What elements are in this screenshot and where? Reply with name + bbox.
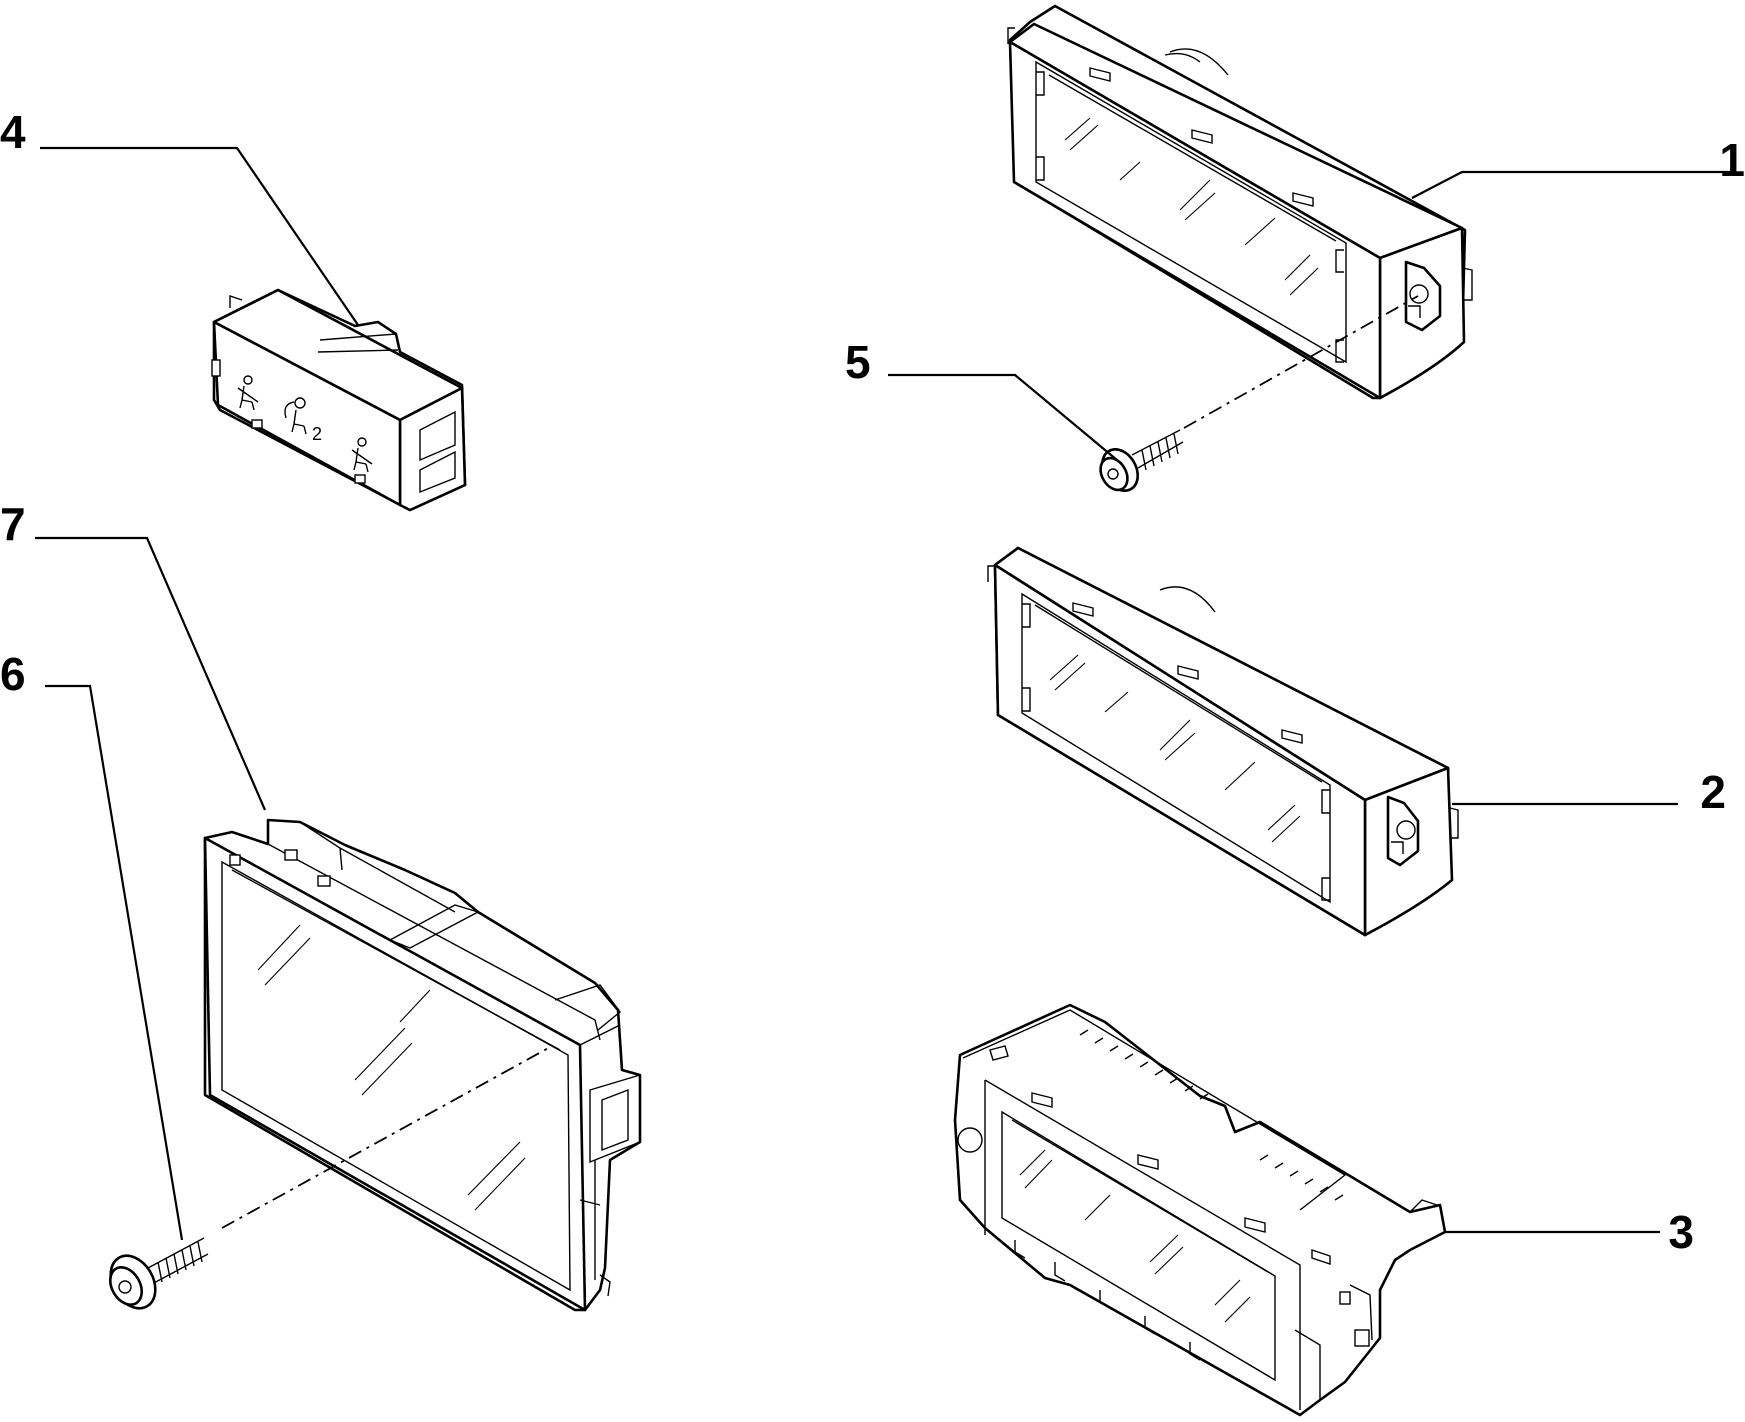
part-3-instrument-display	[953, 1003, 1447, 1417]
part-6-screw	[108, 1237, 209, 1310]
callout-2: 2	[1700, 766, 1726, 818]
callout-1: 1	[1719, 134, 1745, 186]
leader-line-7	[35, 536, 267, 811]
part-1-display-housing	[1007, 4, 1473, 400]
airbag-2-icon: 2	[284, 397, 322, 444]
seatbelt-icon	[237, 375, 259, 411]
leader-line-6	[45, 684, 184, 1241]
part-7-navigation-display	[203, 818, 642, 1312]
callout-6: 6	[0, 648, 26, 700]
part-2-display-housing	[987, 546, 1459, 937]
part-5-assembly-line	[1183, 295, 1419, 429]
leader-line-1	[1411, 170, 1735, 199]
callout-7: 7	[0, 498, 26, 550]
part-5-screw	[1099, 429, 1184, 492]
part-6-assembly-line	[221, 1045, 553, 1229]
callout-3: 3	[1668, 1206, 1694, 1258]
svg-text:2: 2	[312, 424, 322, 444]
leader-line-4	[40, 146, 359, 326]
leader-line-5	[888, 373, 1118, 461]
callout-5: 5	[845, 336, 871, 388]
callout-4: 4	[0, 106, 26, 158]
part-4-warning-light-module: 2	[211, 288, 467, 512]
seatbelt-icon	[351, 437, 373, 473]
